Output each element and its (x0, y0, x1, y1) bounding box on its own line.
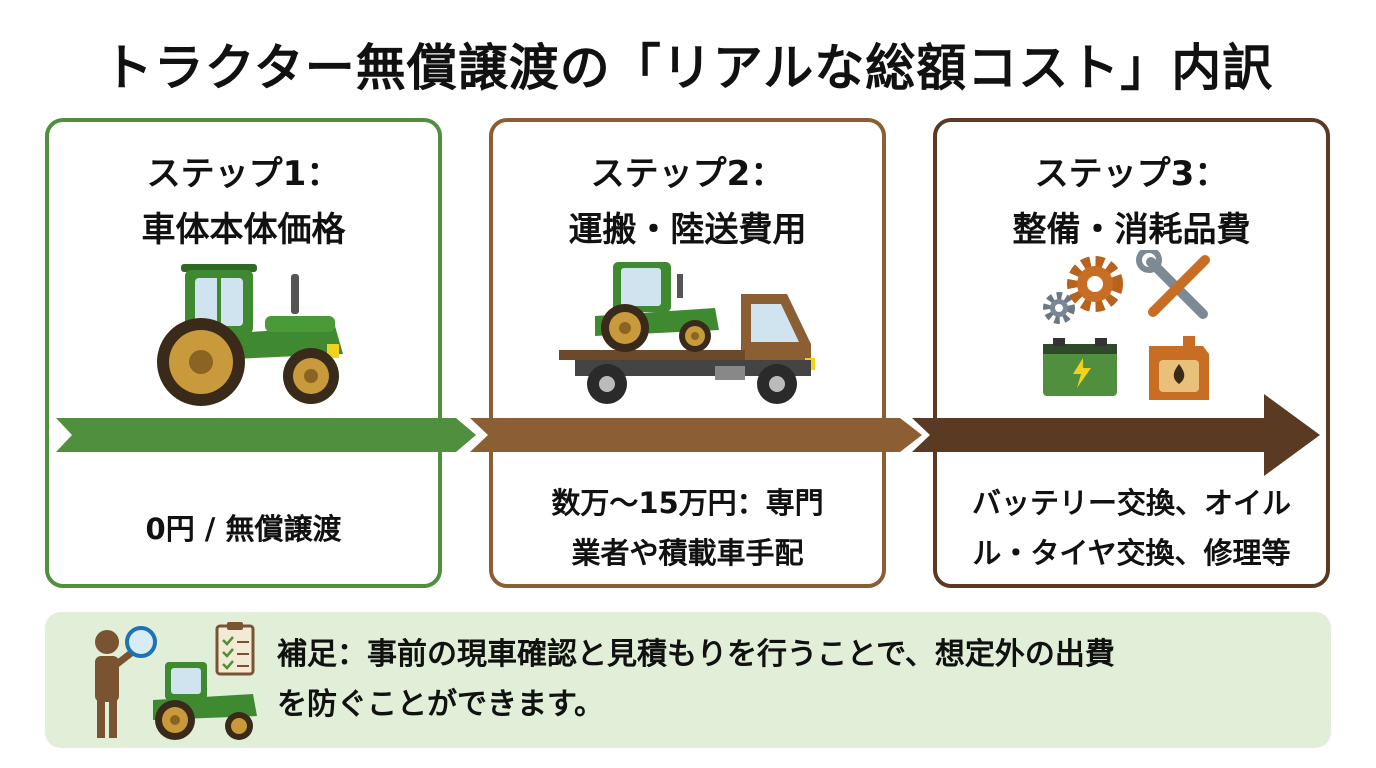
step-3-description-line-1: バッテリー交換、オイル (971, 486, 1291, 520)
step-3-heading: ステップ3： 整備・消耗品費 (937, 146, 1326, 258)
note-text: 補足：事前の現車確認と見積もりを行うことで、想定外の出費 を防ぐことができます。 (277, 630, 1317, 730)
step-3-description-line-2: ル・タイヤ交換、修理等 (972, 536, 1291, 570)
step-3-label: ステップ3： (1034, 154, 1229, 194)
maintenance-tools-icon (1043, 250, 1210, 400)
tractor-icon (157, 264, 343, 406)
step-1-description: 0円 / 無償譲渡 (49, 504, 438, 554)
step-1-label: ステップ1： (146, 154, 341, 194)
step-2-description-line-1: 数万〜15万円：専門 (551, 486, 824, 520)
step-2-label: ステップ2： (590, 154, 785, 194)
checklist-icon (215, 622, 255, 676)
step-3-description: バッテリー交換、オイル ル・タイヤ交換、修理等 (937, 478, 1326, 578)
process-flow-arrow (56, 394, 1320, 476)
step-1-title: 車体本体価格 (141, 210, 346, 250)
arrow-segment-1 (56, 418, 476, 452)
step-card-3: ステップ3： 整備・消耗品費 (933, 118, 1330, 588)
step-card-2: ステップ2： 運搬・陸送費用 数万〜15万円：専門 業者や積載車手配 (489, 118, 886, 588)
flatbed-truck-icon (559, 262, 815, 404)
page-title: トラクター無償譲渡の「リアルな総額コスト」内訳 (102, 39, 1274, 97)
note-line-2: を防ぐことができます。 (277, 687, 604, 722)
arrow-segment-3 (912, 394, 1320, 476)
step-3-title: 整備・消耗品費 (1012, 210, 1251, 250)
wrench-icon (1136, 250, 1210, 319)
arrow-segment-2 (470, 418, 922, 452)
step-card-1: ステップ1： 車体本体価格 0円 / 無償譲渡 (45, 118, 442, 588)
battery-icon (1043, 338, 1117, 396)
oil-can-icon (1149, 336, 1209, 400)
gear-icon (1067, 256, 1123, 312)
small-gear-icon (1043, 292, 1075, 324)
step-2-description-line-2: 業者や積載車手配 (571, 536, 804, 570)
step-1-heading: ステップ1： 車体本体価格 (49, 146, 438, 258)
step-2-heading: ステップ2： 運搬・陸送費用 (493, 146, 882, 258)
step-2-description: 数万〜15万円：専門 業者や積載車手配 (493, 478, 882, 578)
note-line-1: 補足：事前の現車確認と見積もりを行うことで、想定外の出費 (277, 637, 1115, 672)
inspection-icon (95, 622, 257, 740)
note-box: 補足：事前の現車確認と見積もりを行うことで、想定外の出費 を防ぐことができます。 (45, 612, 1331, 748)
step-1-description-line: 0円 / 無償譲渡 (145, 512, 342, 546)
step-2-title: 運搬・陸送費用 (568, 210, 807, 250)
